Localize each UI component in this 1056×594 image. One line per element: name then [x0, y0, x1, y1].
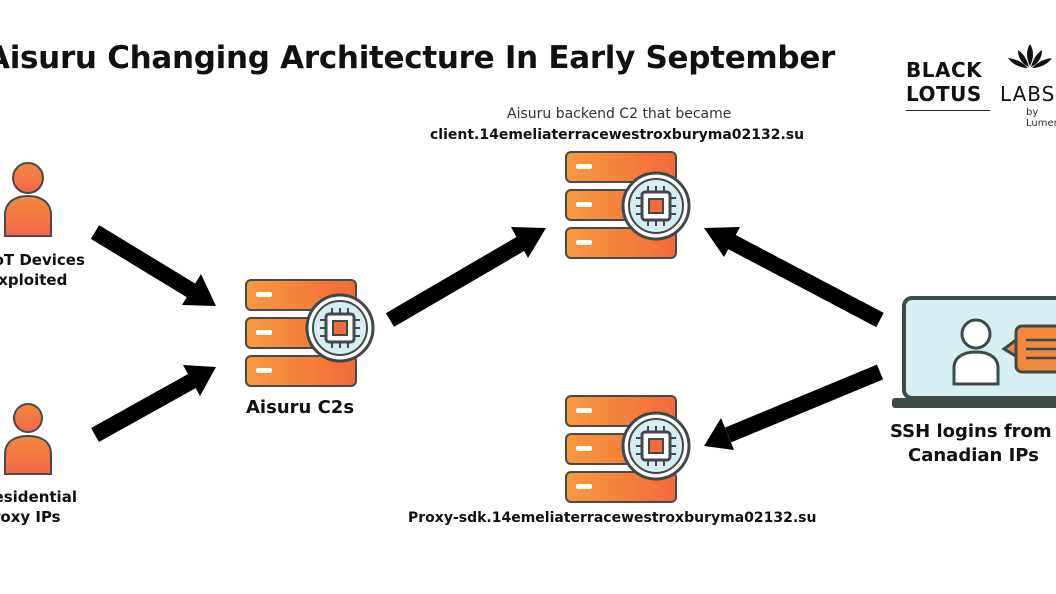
- ssh-label: SSH logins from Canadian IPs: [890, 420, 1052, 468]
- logo-byline: by Lumen: [1026, 107, 1056, 129]
- iot-label: IoT Devices Exploited: [0, 250, 85, 290]
- logo-line-labs: LABS: [1000, 82, 1056, 106]
- c2s-label: Aisuru C2s: [246, 397, 355, 418]
- logo-underline: [906, 110, 990, 111]
- logo-line-lotus: LOTUS: [906, 82, 982, 106]
- proxysdk-server-icon: [565, 395, 691, 503]
- chat-bubble-icon: [1001, 324, 1056, 374]
- ssh-label-line2: Canadian IPs: [908, 445, 1039, 466]
- iot-label-line1: IoT Devices: [0, 251, 85, 269]
- arrow-ssh-to-proxysdk: [704, 364, 884, 450]
- proxy-person-icon: [4, 403, 52, 475]
- c2s-server-icon: [245, 279, 375, 387]
- lotus-flower-icon: [1008, 44, 1052, 68]
- arrow-iot-to-c2s: [90, 225, 216, 306]
- iot-label-line2: Exploited: [0, 271, 68, 289]
- backend-hostname: client.14emeliaterracewestroxburyma02132…: [430, 127, 805, 143]
- proxy-label-line2: Proxy IPs: [0, 508, 61, 526]
- arrow-proxy-to-c2s: [91, 365, 216, 442]
- backend-caption: Aisuru backend C2 that became: [507, 106, 732, 122]
- logo-line-black: BLACK: [906, 58, 983, 82]
- proxysdk-hostname: Proxy-sdk.14emeliaterracewestroxburyma02…: [408, 510, 817, 526]
- backend-server-icon: [565, 151, 691, 259]
- arrow-c2s-to-backend: [385, 227, 546, 327]
- ssh-label-line1: SSH logins from: [890, 421, 1052, 442]
- arrow-ssh-to-backend: [704, 227, 884, 328]
- proxy-label-line1: Residential: [0, 488, 77, 506]
- black-lotus-labs-logo: BLACK LOTUS LABS by Lumen: [906, 44, 1056, 129]
- iot-person-icon: [4, 162, 52, 237]
- laptop-user-icon: [892, 296, 1056, 408]
- proxy-label: Residential Proxy IPs: [0, 487, 77, 527]
- page-title: Aisuru Changing Architecture In Early Se…: [0, 40, 836, 76]
